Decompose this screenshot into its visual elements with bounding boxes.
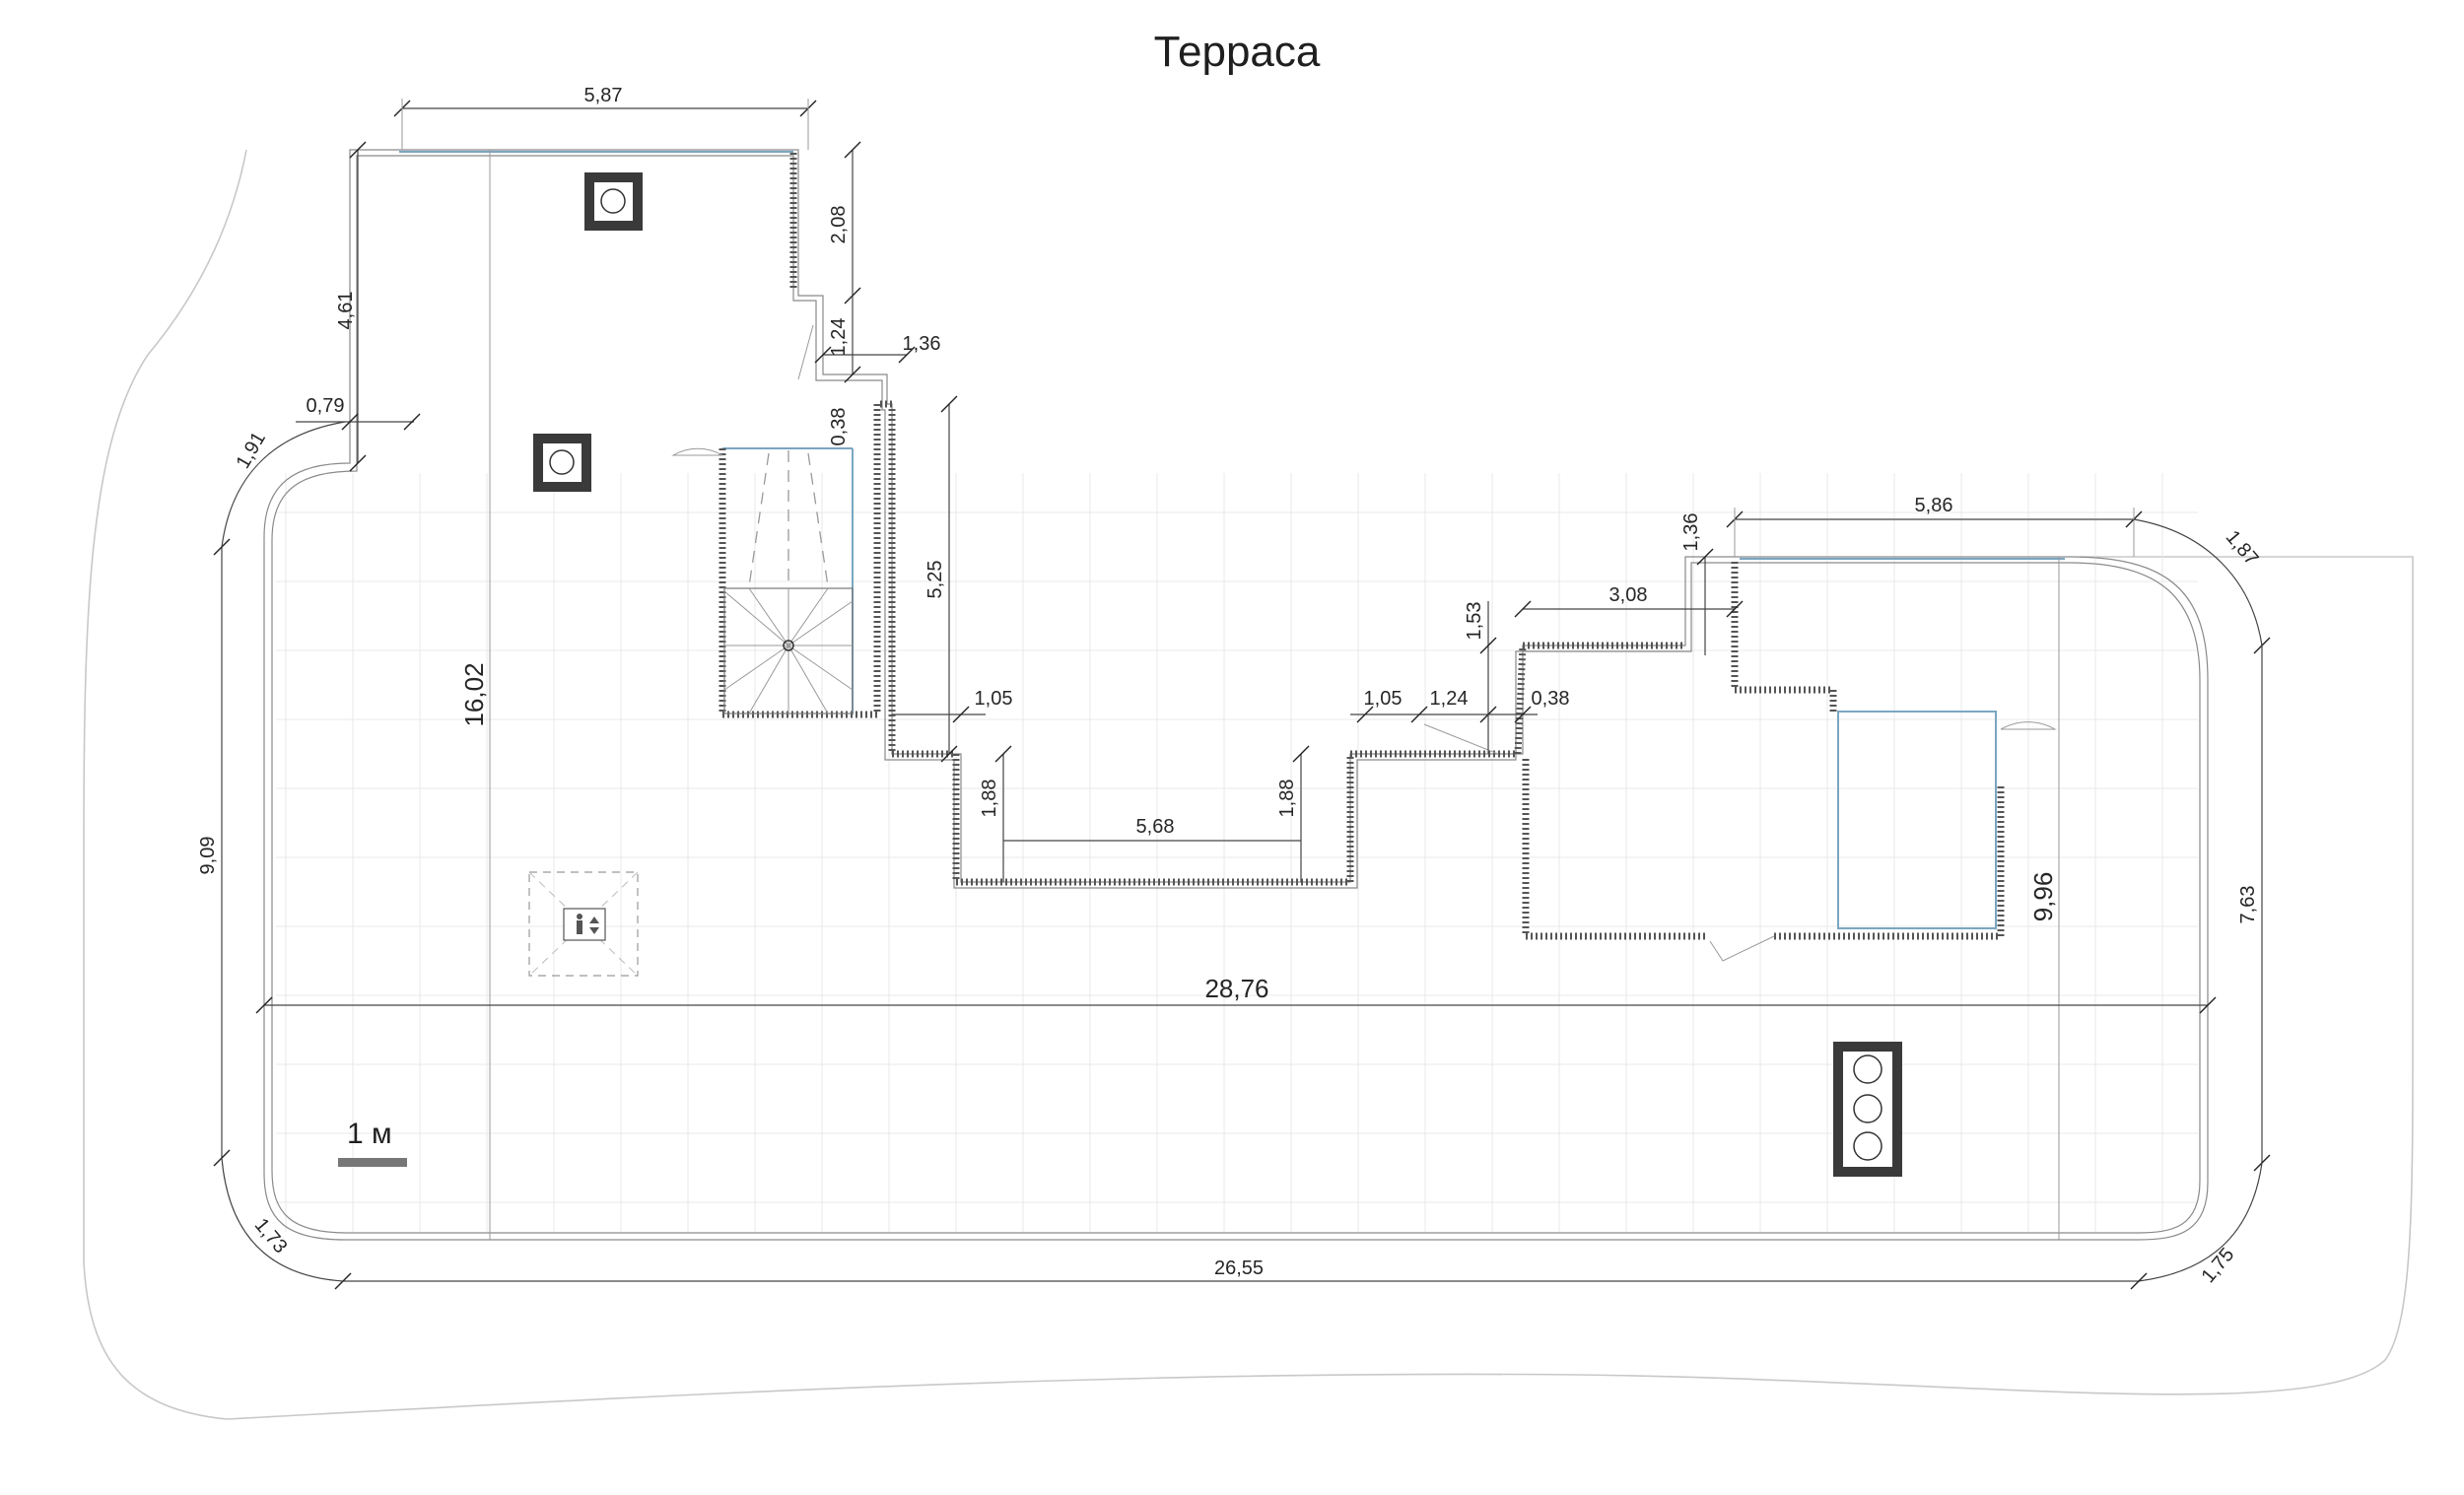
- dim-notch-width: 5,68: [1136, 816, 1175, 838]
- dim-height-left-mid: 9,09: [197, 837, 219, 875]
- dim-overall-width: 28,76: [1204, 974, 1268, 1003]
- doors: [671, 324, 2057, 962]
- dim-step-height-right: 1,36: [1680, 513, 1702, 552]
- hatched-walls: [719, 153, 2005, 940]
- ventilation-shaft-icon: [533, 434, 591, 492]
- dim-step-small-right: 0,38: [1532, 688, 1570, 710]
- dim-corner-top-right: 1,87: [2222, 526, 2263, 570]
- door-icon: [671, 447, 723, 456]
- dim-bottom-width: 26,55: [1214, 1257, 1264, 1279]
- dim-stair-height: 5,25: [924, 561, 946, 599]
- floor-grid: [276, 473, 2198, 1232]
- dim-step-small: 0,38: [828, 408, 850, 446]
- dim-step-width-mid: 3,08: [1609, 584, 1648, 606]
- dim-door-gap-right: 1,24: [1430, 688, 1469, 710]
- dim-top-width-left: 5,87: [584, 85, 623, 106]
- scale-bar-label: 1 м: [347, 1118, 392, 1150]
- dim-height-left-top: 4,61: [335, 292, 357, 330]
- interior-lines: [264, 150, 2208, 1240]
- dim-height-right-outer: 7,63: [2237, 886, 2259, 924]
- person-icon: [528, 871, 639, 977]
- dimension-lines: [213, 99, 2271, 1290]
- plan-title: Терраса: [1154, 28, 1321, 76]
- dim-corner-bottom-right: 1,75: [2197, 1244, 2238, 1287]
- spiral-stair: [723, 450, 854, 714]
- dim-notch-depth-left: 1,88: [979, 780, 1000, 818]
- chimney-icon: [1833, 1042, 1902, 1177]
- dim-top-width-right: 5,86: [1915, 495, 1953, 516]
- dim-corner-bottom-left: 1,73: [250, 1214, 292, 1257]
- dim-door-gap: 1,24: [828, 318, 850, 357]
- dim-overall-height-left: 16,02: [459, 662, 489, 726]
- dimension-labels: 5,87 4,61 0,79 1,91 2,08 1,24 1,36 0,38 …: [197, 85, 2263, 1287]
- terrace-outline: [263, 149, 2209, 1241]
- dim-height-right-mid: 9,96: [2028, 872, 2058, 922]
- dim-corner-top-left: 1,91: [233, 429, 271, 473]
- dim-step-height-mid: 1,53: [1464, 602, 1485, 641]
- stair-icon: [783, 640, 794, 651]
- dim-step-bottom-right: 1,05: [1364, 688, 1403, 710]
- dim-step-right: 1,36: [903, 333, 941, 355]
- glass-railings: [399, 151, 2065, 929]
- dim-height-right-top: 2,08: [828, 206, 850, 244]
- dim-notch-depth-right: 1,88: [1276, 780, 1298, 818]
- dim-step-bottom-left: 1,05: [975, 688, 1013, 710]
- site-boundary: [83, 149, 2414, 1420]
- dim-step-left: 0,79: [307, 395, 345, 417]
- ventilation-shaft-icon: [584, 172, 643, 231]
- scale-bar: 1 м: [338, 1118, 407, 1167]
